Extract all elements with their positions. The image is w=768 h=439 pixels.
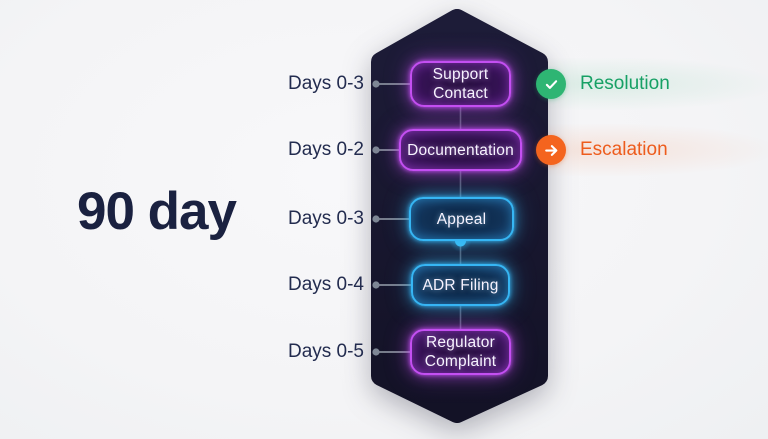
- legend-resolution-label: Resolution: [580, 73, 670, 94]
- page-title: 90 day: [77, 182, 237, 241]
- day-label-3: Days 0-3: [287, 208, 364, 229]
- leader-lines: [375, 83, 415, 353]
- day-label-4: Days 0-4: [287, 274, 364, 295]
- step-appeal: Appeal: [409, 197, 514, 241]
- check-icon: [536, 69, 566, 99]
- step-label: Support Contact: [432, 66, 489, 102]
- step-documentation: Documentation: [399, 129, 522, 171]
- arrow-right-icon: [536, 135, 566, 165]
- step-support-contact: Support Contact: [410, 61, 511, 107]
- step-label: Regulator Complaint: [424, 334, 497, 370]
- step-label: ADR Filing: [422, 276, 499, 294]
- day-label-1: Days 0-3: [287, 73, 364, 94]
- step-adr-filing: ADR Filing: [411, 264, 510, 306]
- step-regulator-complaint: Regulator Complaint: [410, 329, 511, 375]
- legend-escalation-label: Escalation: [580, 139, 668, 160]
- day-label-5: Days 0-5: [287, 341, 364, 362]
- step-label: Documentation: [407, 141, 514, 159]
- day-label-2: Days 0-2: [287, 139, 364, 160]
- step-label: Appeal: [436, 210, 487, 228]
- leader-dots: [372, 80, 380, 356]
